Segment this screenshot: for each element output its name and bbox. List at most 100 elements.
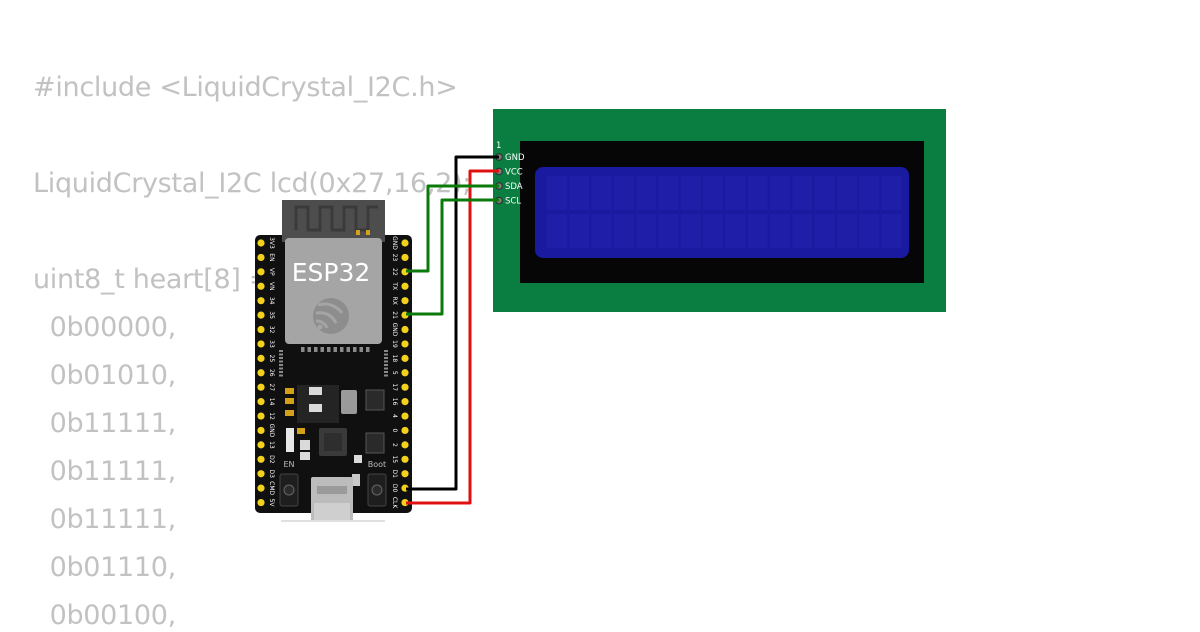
esp32-pin-label: 3V3 xyxy=(268,237,275,249)
code-line: 0b11111, xyxy=(33,504,177,535)
esp32-pin[interactable] xyxy=(401,426,409,435)
esp32-pin[interactable] xyxy=(401,282,409,290)
lcd-pin1-marker: 1 xyxy=(496,141,501,151)
esp32-pin-label: 18 xyxy=(391,355,398,363)
esp32-pin-label: 25 xyxy=(268,355,275,363)
esp32-pin[interactable] xyxy=(257,426,265,435)
esp32-pin[interactable] xyxy=(257,455,265,463)
esp32-pin[interactable] xyxy=(257,340,265,348)
esp32-pin[interactable] xyxy=(257,311,265,319)
lcd-cell xyxy=(859,214,880,248)
esp32-pin-label: 26 xyxy=(268,369,275,377)
esp32-pin[interactable] xyxy=(257,268,265,276)
esp32-pin-label: 5 xyxy=(391,371,398,375)
esp32-pin[interactable] xyxy=(401,398,409,406)
esp32-pin-label: RX xyxy=(391,297,398,305)
lcd-pin-label: SCL xyxy=(505,197,521,207)
lcd-cell xyxy=(725,176,746,210)
esp32-pin-label: VN xyxy=(268,282,275,291)
boot-button-label: Boot xyxy=(368,460,386,469)
esp32-pin[interactable] xyxy=(257,282,265,290)
esp32-pin[interactable] xyxy=(401,383,409,391)
code-line: LiquidCrystal_I2C lcd(0x27,16,2); xyxy=(33,168,472,199)
wire-22-sda[interactable] xyxy=(406,184,499,273)
esp32-pin[interactable] xyxy=(401,441,409,449)
esp32-pin-label: CMD xyxy=(268,481,275,495)
lcd-cell xyxy=(770,176,790,210)
esp32-pin-label: 12 xyxy=(268,412,275,420)
esp32-pin-label: 16 xyxy=(391,398,398,406)
esp32-pin[interactable] xyxy=(257,484,265,492)
esp32-pin[interactable] xyxy=(257,239,265,247)
esp32-pin-label: D0 xyxy=(391,484,398,493)
esp32-pin-label: 4 xyxy=(391,414,398,418)
lcd-cell xyxy=(814,176,835,210)
lcd-cell xyxy=(680,176,701,210)
esp32-pin[interactable] xyxy=(257,383,265,391)
esp32-pin-label: 19 xyxy=(391,340,398,348)
lcd-cell xyxy=(836,214,857,248)
lcd-cell xyxy=(792,176,813,210)
lcd-cell xyxy=(881,176,902,210)
en-button-label: EN xyxy=(283,460,294,469)
esp32-pin[interactable] xyxy=(401,253,409,262)
esp32-pin[interactable] xyxy=(401,297,409,305)
lcd-cell xyxy=(725,214,746,248)
esp32-pin-label: 0 xyxy=(391,429,398,433)
lcd-cell xyxy=(658,176,679,210)
esp32-pin-label: 35 xyxy=(268,311,275,319)
esp32-pin[interactable] xyxy=(257,325,265,334)
code-line: 0b01110, xyxy=(33,552,177,583)
esp32-pin-label: GND xyxy=(391,236,398,250)
esp32-pin[interactable] xyxy=(257,354,265,362)
esp32-pin-label: 2 xyxy=(391,443,398,447)
esp32-pin[interactable] xyxy=(401,470,409,478)
wire-d0-gnd[interactable] xyxy=(406,155,499,491)
esp32-pin[interactable] xyxy=(401,369,409,377)
esp32-pin[interactable] xyxy=(401,239,409,247)
esp32-pin[interactable] xyxy=(257,441,265,449)
esp32-pin-label: VP xyxy=(268,268,275,276)
lcd-cell xyxy=(547,214,567,248)
lcd-cell xyxy=(792,214,813,248)
esp32-pin-label: 15 xyxy=(391,455,398,463)
esp32-pin[interactable] xyxy=(401,412,409,420)
esp32-pin[interactable] xyxy=(257,412,265,420)
wire-21-scl[interactable] xyxy=(406,198,499,316)
esp32-pin-label: 32 xyxy=(268,326,275,334)
esp32-pin-label: EN xyxy=(268,253,275,261)
code-line: 0b00100, xyxy=(33,600,177,631)
esp32-pin[interactable] xyxy=(257,498,265,507)
lcd-cell xyxy=(703,214,724,248)
lcd-cell xyxy=(591,214,612,248)
code-line: #include <LiquidCrystal_I2C.h> xyxy=(33,72,458,103)
esp32-pin[interactable] xyxy=(257,297,265,305)
esp32-pin[interactable] xyxy=(401,325,409,334)
esp32-pin[interactable] xyxy=(257,369,265,377)
esp32-pin[interactable] xyxy=(401,340,409,348)
esp32-module-label: ESP32 xyxy=(292,258,371,287)
esp32-pin-label: D1 xyxy=(391,470,398,479)
lcd-cell xyxy=(547,176,567,210)
esp32-pin-label: GND xyxy=(268,424,275,438)
esp32-pin-label: CLK xyxy=(391,497,398,510)
esp32-devkit[interactable]: ESP32 EN Boot xyxy=(255,200,412,522)
lcd-cell xyxy=(881,214,902,248)
code-line: 0b11111, xyxy=(33,456,177,487)
esp32-pin[interactable] xyxy=(401,455,409,463)
wire-clk-vcc[interactable] xyxy=(406,169,499,505)
lcd-pin-label: VCC xyxy=(505,168,523,178)
esp32-pin-label: D3 xyxy=(268,470,275,479)
esp32-pin-label: 33 xyxy=(268,340,275,348)
esp32-pin-label: 21 xyxy=(391,311,398,319)
esp32-pin-label: 23 xyxy=(391,254,398,262)
esp32-pin[interactable] xyxy=(257,398,265,406)
esp32-pin[interactable] xyxy=(401,354,409,362)
esp32-pin[interactable] xyxy=(257,253,265,262)
code-line: 0b01010, xyxy=(33,360,177,391)
esp32-pin[interactable] xyxy=(257,470,265,478)
esp32-pin-label: 17 xyxy=(391,383,398,391)
